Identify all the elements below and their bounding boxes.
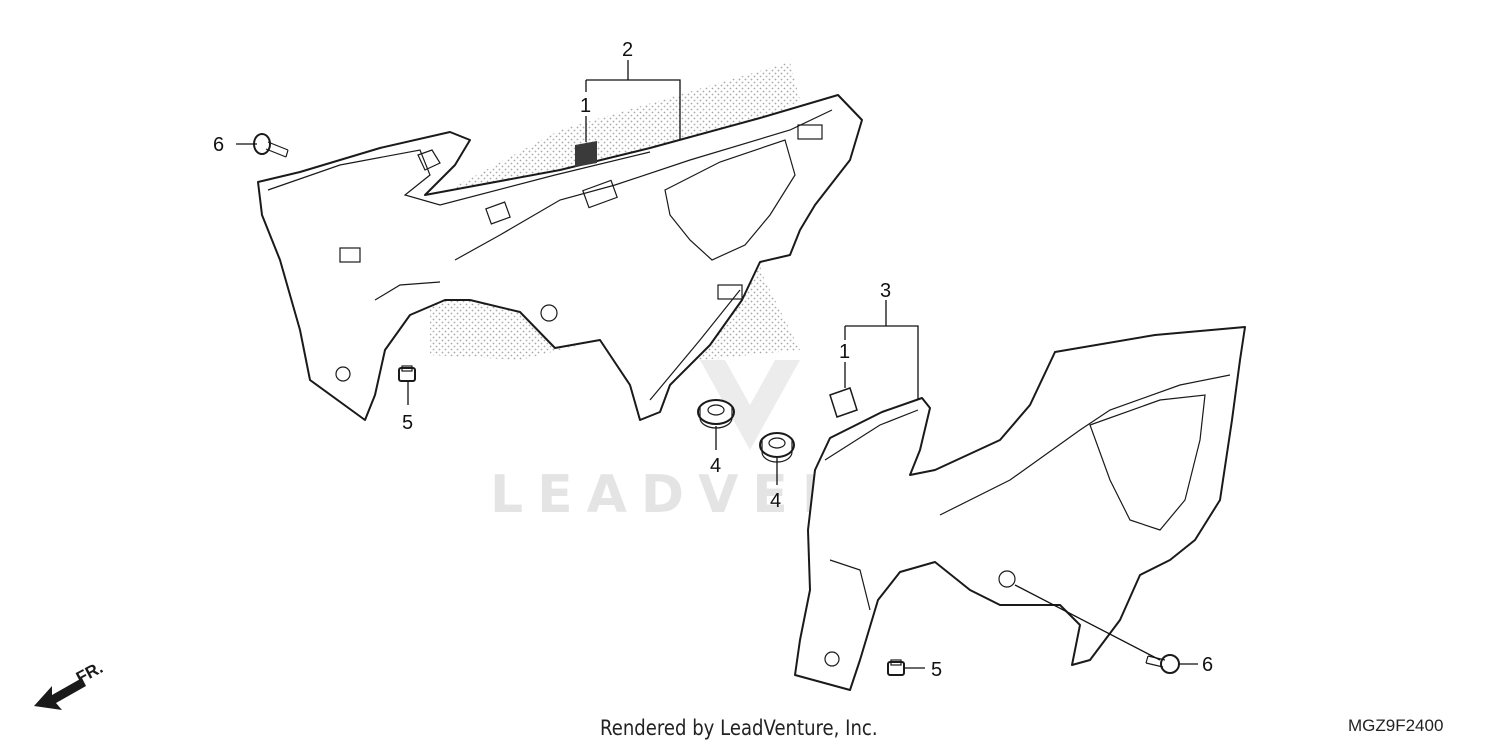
front-arrow-icon — [34, 678, 86, 710]
right-side-cover[interactable] — [794, 326, 1246, 691]
footer-credit: Rendered by LeadVenture, Inc. — [600, 716, 878, 740]
callout-right-emblem: 1 — [839, 341, 850, 363]
grommet-a[interactable] — [697, 399, 735, 429]
grommet-b[interactable] — [759, 432, 795, 463]
leader-lines — [236, 60, 1198, 669]
callout-right-cover-assy: 3 — [880, 280, 891, 302]
left-emblem[interactable] — [575, 141, 597, 167]
right-nut[interactable] — [887, 659, 905, 676]
front-indicator: FR. — [34, 658, 106, 710]
right-emblem[interactable] — [829, 387, 858, 418]
left-side-cover[interactable] — [257, 94, 863, 421]
callout-right-bolt: 6 — [1202, 654, 1213, 676]
left-bolt[interactable] — [253, 133, 289, 158]
callout-numbers: 6 5 2 1 4 4 3 1 5 6 — [213, 39, 1213, 681]
left-nut[interactable] — [398, 365, 416, 382]
callout-left-nut: 5 — [402, 412, 413, 434]
callout-left-bolt: 6 — [213, 134, 224, 156]
callout-left-cover-assy: 2 — [622, 39, 633, 61]
callout-grommet-a: 4 — [710, 455, 721, 477]
callout-left-emblem: 1 — [580, 95, 591, 117]
callout-right-nut: 5 — [931, 659, 942, 681]
diagram-code: MGZ9F2400 — [1348, 716, 1444, 735]
callout-grommet-b: 4 — [770, 490, 781, 512]
right-bolt[interactable] — [1145, 654, 1180, 674]
